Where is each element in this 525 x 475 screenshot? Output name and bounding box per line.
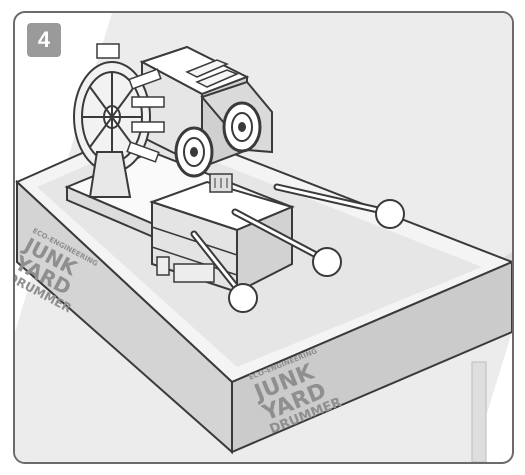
base-foot	[156, 256, 170, 276]
illustration-frame: 4 ECO-ENGINEERING JUNK YARD DRUMMER ECO-…	[13, 11, 514, 464]
lower-block-right	[236, 205, 293, 294]
robot-assembly-illustration: ECO-ENGINEERING JUNK YARD DRUMMER ECO-EN…	[15, 13, 512, 462]
drumstick-arm	[231, 208, 342, 277]
eye-speaker-icon	[174, 126, 214, 178]
base-foot	[173, 263, 215, 283]
table-leg	[471, 361, 487, 462]
step-number-badge: 4	[27, 23, 61, 57]
eye-speaker-icon	[222, 101, 262, 153]
drumstick-arm	[273, 183, 405, 229]
drumstick-arm	[190, 230, 258, 313]
gear-wheel-icon	[73, 43, 165, 173]
box-right-side	[231, 260, 512, 454]
wheel-support	[88, 151, 132, 198]
